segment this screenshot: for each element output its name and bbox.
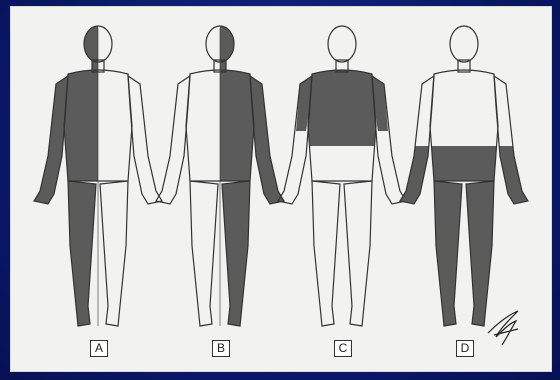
figure-c — [278, 26, 406, 326]
figure-b — [156, 26, 284, 326]
figure-card: A B C D — [10, 6, 552, 372]
figure-a — [34, 26, 162, 326]
figure-d — [400, 26, 528, 326]
panel-label-b: B — [212, 340, 230, 357]
panel-label-d: D — [456, 340, 474, 357]
body-figures-diagram — [10, 6, 552, 372]
panel-label-a: A — [90, 340, 108, 357]
signature-mark — [488, 311, 518, 345]
panel-label-c: C — [334, 340, 352, 357]
